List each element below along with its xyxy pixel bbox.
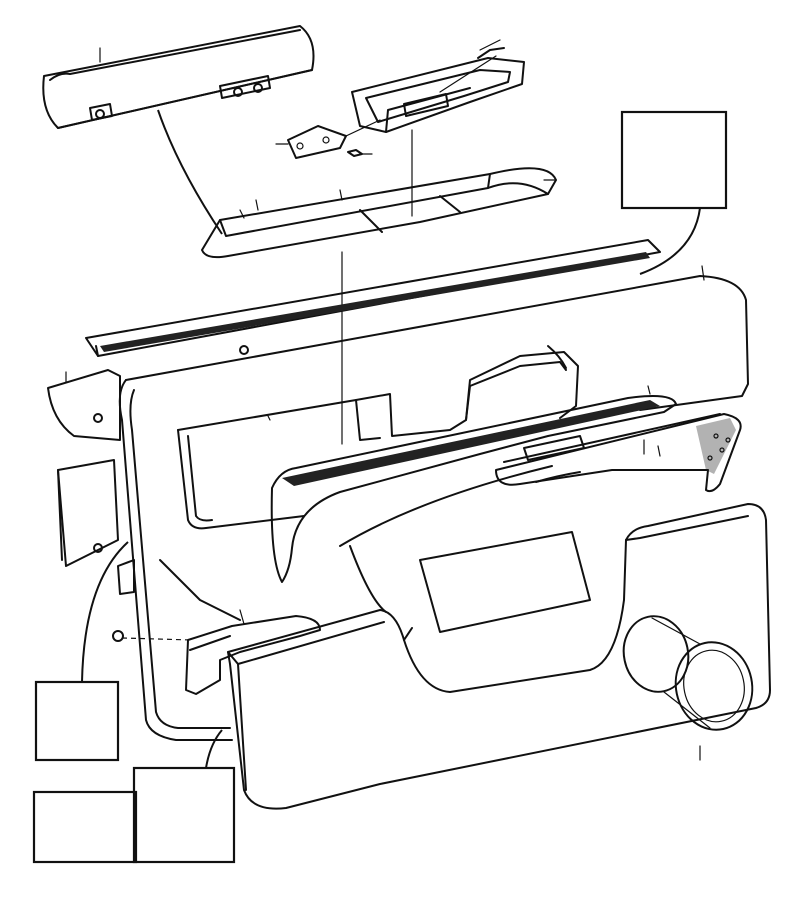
upper-trim-cover — [42, 25, 315, 129]
door-panel — [118, 265, 749, 741]
callout-top-right — [620, 110, 728, 275]
speaker-grille — [622, 615, 754, 731]
mounting-bracket — [275, 119, 381, 159]
window-seal-strip — [85, 239, 661, 357]
armrest-pad — [270, 395, 677, 583]
leader-upper-trim — [157, 109, 223, 235]
callout-bottom-center — [132, 729, 236, 864]
grab-handle — [495, 413, 742, 493]
window-switch-bezel — [351, 39, 525, 133]
callout-bottom-left — [32, 790, 138, 864]
armrest-upper — [201, 167, 557, 259]
side-trim-block — [47, 369, 135, 595]
callout-lower-left — [34, 541, 129, 762]
lower-trim-bracket — [112, 615, 321, 695]
